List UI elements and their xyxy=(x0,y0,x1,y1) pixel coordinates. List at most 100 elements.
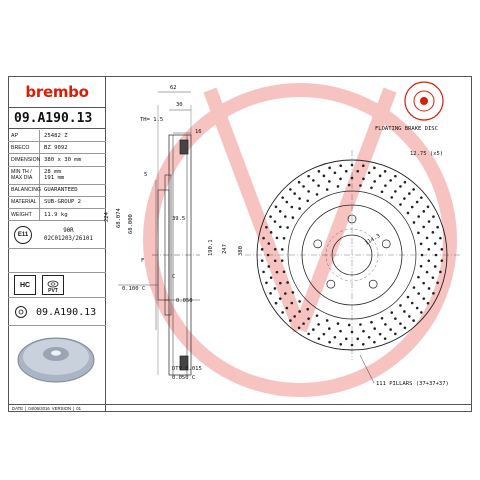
drill-hole xyxy=(415,200,419,204)
drill-hole xyxy=(373,166,376,170)
logo-text: brembo xyxy=(25,83,89,101)
drill-hole xyxy=(328,166,331,170)
drill-hole xyxy=(344,169,348,173)
drill-hole xyxy=(403,310,406,313)
drill-hole xyxy=(373,340,376,344)
drill-hole xyxy=(317,323,320,326)
datum-c: C xyxy=(172,274,175,280)
drill-hole xyxy=(390,311,394,314)
drill-hole xyxy=(359,184,362,187)
section-view xyxy=(118,91,200,376)
drill-hole xyxy=(412,319,415,322)
spec-value: 25482 Z xyxy=(44,132,68,139)
dim-68-000: 68.000 xyxy=(128,214,134,234)
drill-hole xyxy=(433,242,437,245)
drill-hole xyxy=(389,179,392,182)
dim-114-3: 114.3 xyxy=(364,233,381,246)
drill-hole xyxy=(412,221,416,224)
drill-hole xyxy=(293,192,296,195)
drill-hole xyxy=(412,188,415,191)
drill-hole xyxy=(432,292,435,295)
drill-hole xyxy=(425,270,429,274)
drill-hole xyxy=(269,215,272,218)
lug-hole xyxy=(347,214,357,224)
spec-value: 380 x 30 mm xyxy=(44,156,82,163)
drill-hole xyxy=(399,304,402,307)
spec-key: BALANCING xyxy=(8,184,41,196)
drill-hole xyxy=(420,196,423,199)
drill-hole xyxy=(282,270,286,274)
drill-hole xyxy=(361,164,365,168)
drill-hole xyxy=(403,197,406,200)
drill-hole xyxy=(427,287,431,290)
drill-hole xyxy=(406,295,410,299)
drill-hole xyxy=(417,231,420,235)
spec-table: AP 25482 Z BRECO BZ 9092 DIMENSION 380 x… xyxy=(8,130,106,222)
dim-5: 5 xyxy=(144,172,147,178)
dim-12-75: 12.75 (x5) xyxy=(410,151,443,157)
drill-hole xyxy=(408,192,411,195)
spec-row-balancing: BALANCING GUARANTEED xyxy=(8,184,106,197)
drill-hole xyxy=(403,180,407,184)
drill-hole xyxy=(373,327,376,330)
lug-hole xyxy=(368,279,378,289)
footer-version-label: VERSION xyxy=(51,406,72,411)
drill-hole xyxy=(307,317,310,320)
drill-hole xyxy=(406,211,410,215)
drill-hole xyxy=(440,248,444,251)
drill-hole xyxy=(285,306,289,310)
drill-hole xyxy=(325,188,329,191)
spec-row-min-max: MIN TH / MAX DIA 28 mm 191 mm xyxy=(8,166,106,185)
spec-value: GUARANTEED xyxy=(44,187,78,194)
drill-hole xyxy=(267,242,271,245)
drill-hole xyxy=(290,205,294,209)
drill-hole xyxy=(269,292,272,295)
drill-hole xyxy=(344,337,348,341)
drill-hole xyxy=(306,199,310,203)
drill-hole xyxy=(410,205,414,209)
drill-hole xyxy=(281,311,284,314)
drill-hole xyxy=(312,328,315,331)
drill-hole xyxy=(426,205,430,209)
drill-hole xyxy=(275,236,279,240)
drill-hole xyxy=(356,337,360,341)
spec-key: DIMENSION xyxy=(8,154,40,166)
drill-hole xyxy=(265,225,268,229)
part-number: 09.A190.13 xyxy=(8,107,106,129)
lug-hole xyxy=(326,279,336,289)
drill-hole xyxy=(380,316,384,320)
drill-hole xyxy=(434,253,438,257)
homologation-code: 90R xyxy=(63,228,74,234)
drill-hole xyxy=(285,200,289,204)
drill-hole xyxy=(433,265,437,268)
drill-hole xyxy=(279,225,282,229)
spec-key: BRECO xyxy=(8,142,40,154)
spec-value: SUB-GROUP 2 xyxy=(44,199,82,206)
drill-hole xyxy=(383,170,387,173)
drill-hole xyxy=(289,188,292,191)
drill-hole xyxy=(307,174,310,178)
drill-hole xyxy=(336,185,340,188)
drill-hole xyxy=(394,317,397,320)
drill-hole xyxy=(267,265,271,268)
drill-hole xyxy=(356,169,360,173)
drill-hole xyxy=(298,310,301,313)
drill-hole xyxy=(427,220,431,223)
disc-product-image xyxy=(17,337,95,383)
drill-hole xyxy=(280,248,284,251)
spec-key: WEIGHT xyxy=(8,208,40,221)
dim-62: 62 xyxy=(170,85,177,91)
drill-hole xyxy=(307,332,310,336)
lug-hole xyxy=(313,239,323,249)
drill-hole xyxy=(302,322,305,325)
floating-disc-label: FLOATING BRAKE DISC xyxy=(375,126,438,132)
drill-hole xyxy=(284,292,287,295)
drill-hole xyxy=(422,281,425,285)
drill-hole xyxy=(399,322,402,325)
dim-68-074: 68.074 xyxy=(116,207,122,228)
spec-value-min: 28 mm xyxy=(44,169,61,176)
drill-hole xyxy=(417,292,420,295)
drill-hole xyxy=(422,297,426,300)
drill-hole xyxy=(278,297,282,300)
